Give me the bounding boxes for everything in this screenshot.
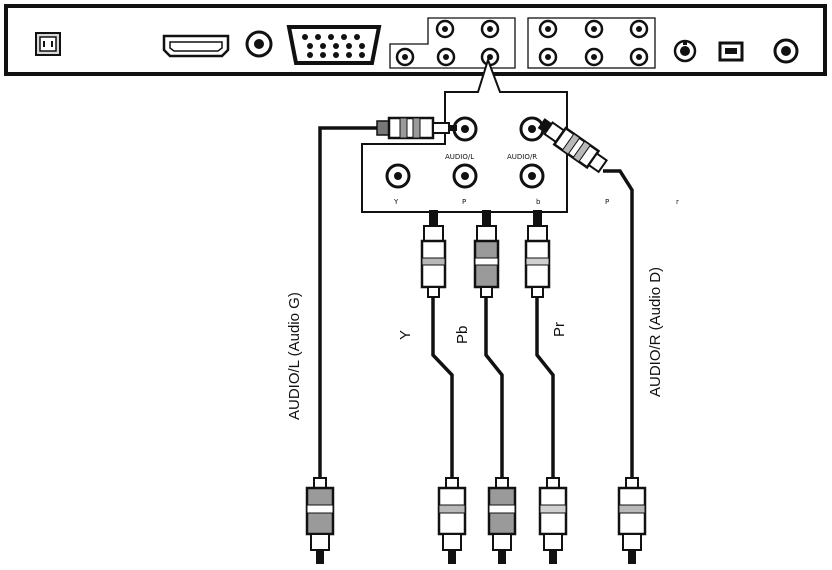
power-socket-icon bbox=[35, 32, 61, 56]
hdmi-port-icon bbox=[162, 34, 230, 58]
y-cable bbox=[420, 210, 454, 478]
label-p-outside: P bbox=[605, 198, 609, 206]
tv-rear-panel bbox=[4, 4, 827, 76]
label-b: b bbox=[536, 198, 541, 206]
audio-left-plug bbox=[305, 477, 335, 564]
label-y-cable: Y bbox=[397, 330, 414, 340]
label-y: Y bbox=[393, 198, 399, 206]
usb-port-icon bbox=[718, 41, 744, 62]
label-audio-right-cable: AUDIO/R (Audio D) bbox=[647, 267, 664, 397]
jack-callout-inset: AUDIO/L AUDIO/R Y P b P r bbox=[361, 56, 679, 213]
label-r-outside: r bbox=[676, 198, 679, 206]
y-plug bbox=[437, 477, 467, 564]
label-audio-l: AUDIO/L bbox=[445, 153, 474, 161]
rca-jack-group-2 bbox=[527, 17, 656, 69]
pb-plug bbox=[487, 477, 517, 564]
audio-jack-icon bbox=[773, 38, 799, 64]
audio-right-cable bbox=[537, 118, 634, 478]
pr-cable bbox=[524, 210, 555, 478]
audio-right-plug bbox=[617, 477, 647, 564]
s-video-port-icon bbox=[673, 39, 697, 63]
label-pb-cable: Pb bbox=[454, 326, 471, 344]
vga-port-icon bbox=[286, 25, 382, 65]
label-audio-left-cable: AUDIO/L (Audio G) bbox=[286, 292, 303, 420]
label-audio-r: AUDIO/R bbox=[507, 153, 537, 161]
audio-left-cable bbox=[318, 116, 457, 478]
pr-plug bbox=[538, 477, 568, 564]
audio-jack-icon bbox=[245, 30, 273, 58]
pb-cable bbox=[473, 210, 504, 478]
label-p: P bbox=[462, 198, 466, 206]
label-pr-cable: Pr bbox=[551, 322, 568, 337]
